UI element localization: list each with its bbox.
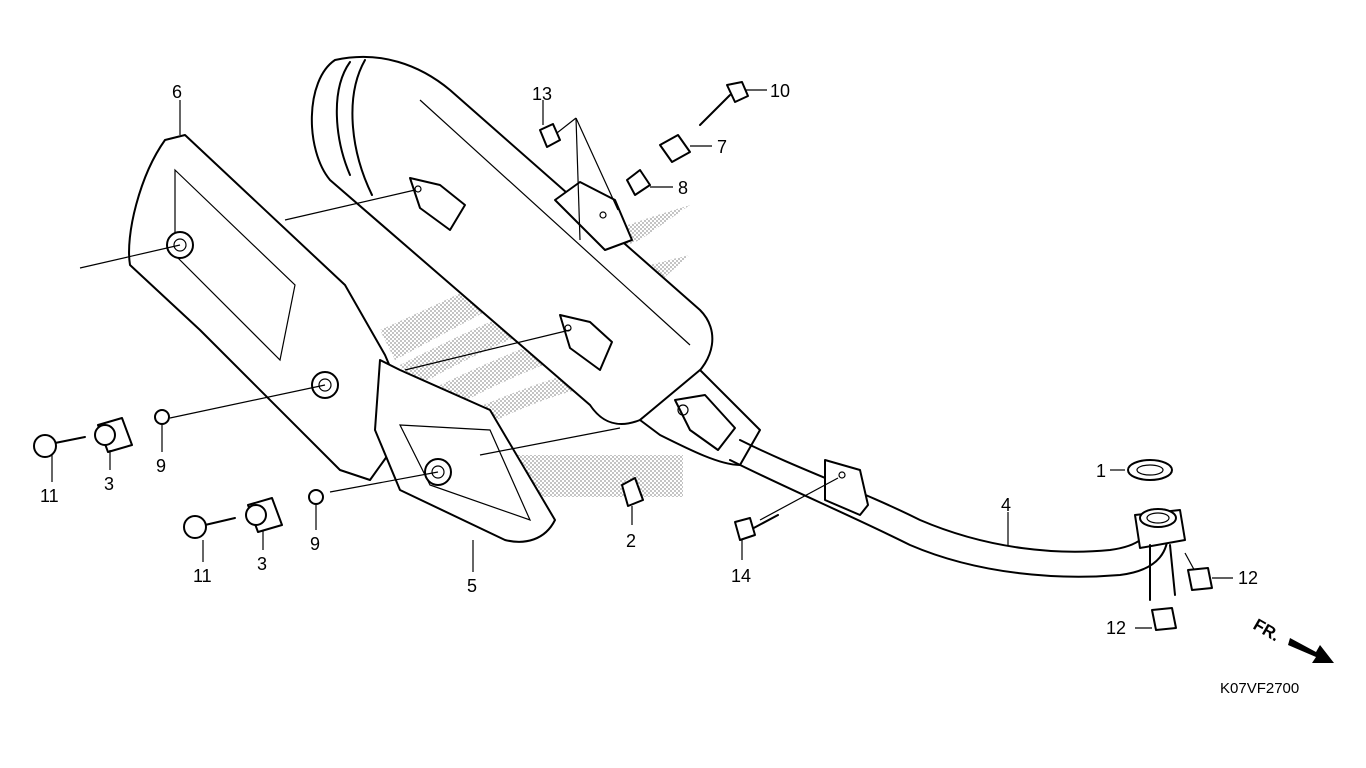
callout-12-right: 12: [1238, 568, 1258, 588]
callout-9-upper: 9: [156, 456, 166, 476]
callout-lines: [51, 89, 1233, 629]
callout-12-bottom: 12: [1106, 618, 1126, 638]
callout-7: 7: [717, 137, 727, 157]
diagram-code: K07VF2700: [1220, 680, 1299, 697]
exhaust-pipe: [729, 439, 1186, 601]
front-direction-arrow-icon: [1288, 638, 1334, 663]
muffler: [310, 55, 761, 466]
callout-9-lower: 9: [310, 534, 320, 554]
callout-1: 1: [1096, 461, 1106, 481]
callout-5: 5: [467, 576, 477, 596]
front-direction-indicator: FR.: [1250, 615, 1334, 663]
callout-10: 10: [770, 81, 790, 101]
front-direction-label: FR.: [1250, 615, 1283, 645]
callout-11-lower: 11: [193, 566, 212, 586]
callout-3-lower: 3: [257, 554, 267, 574]
callout-4: 4: [1001, 495, 1011, 515]
callout-labels: 6 13 10 7 8 1 4 12 12 2 14 5 11 3 9 11 3…: [40, 81, 1258, 638]
callout-3-upper: 3: [104, 474, 114, 494]
hardware: [33, 81, 1213, 631]
callout-14: 14: [731, 566, 751, 586]
callout-2: 2: [626, 531, 636, 551]
callout-8: 8: [678, 178, 688, 198]
callout-11-upper: 11: [40, 486, 59, 506]
callout-6: 6: [172, 82, 182, 102]
leader-lines: [79, 117, 1198, 576]
callout-13: 13: [532, 84, 552, 104]
